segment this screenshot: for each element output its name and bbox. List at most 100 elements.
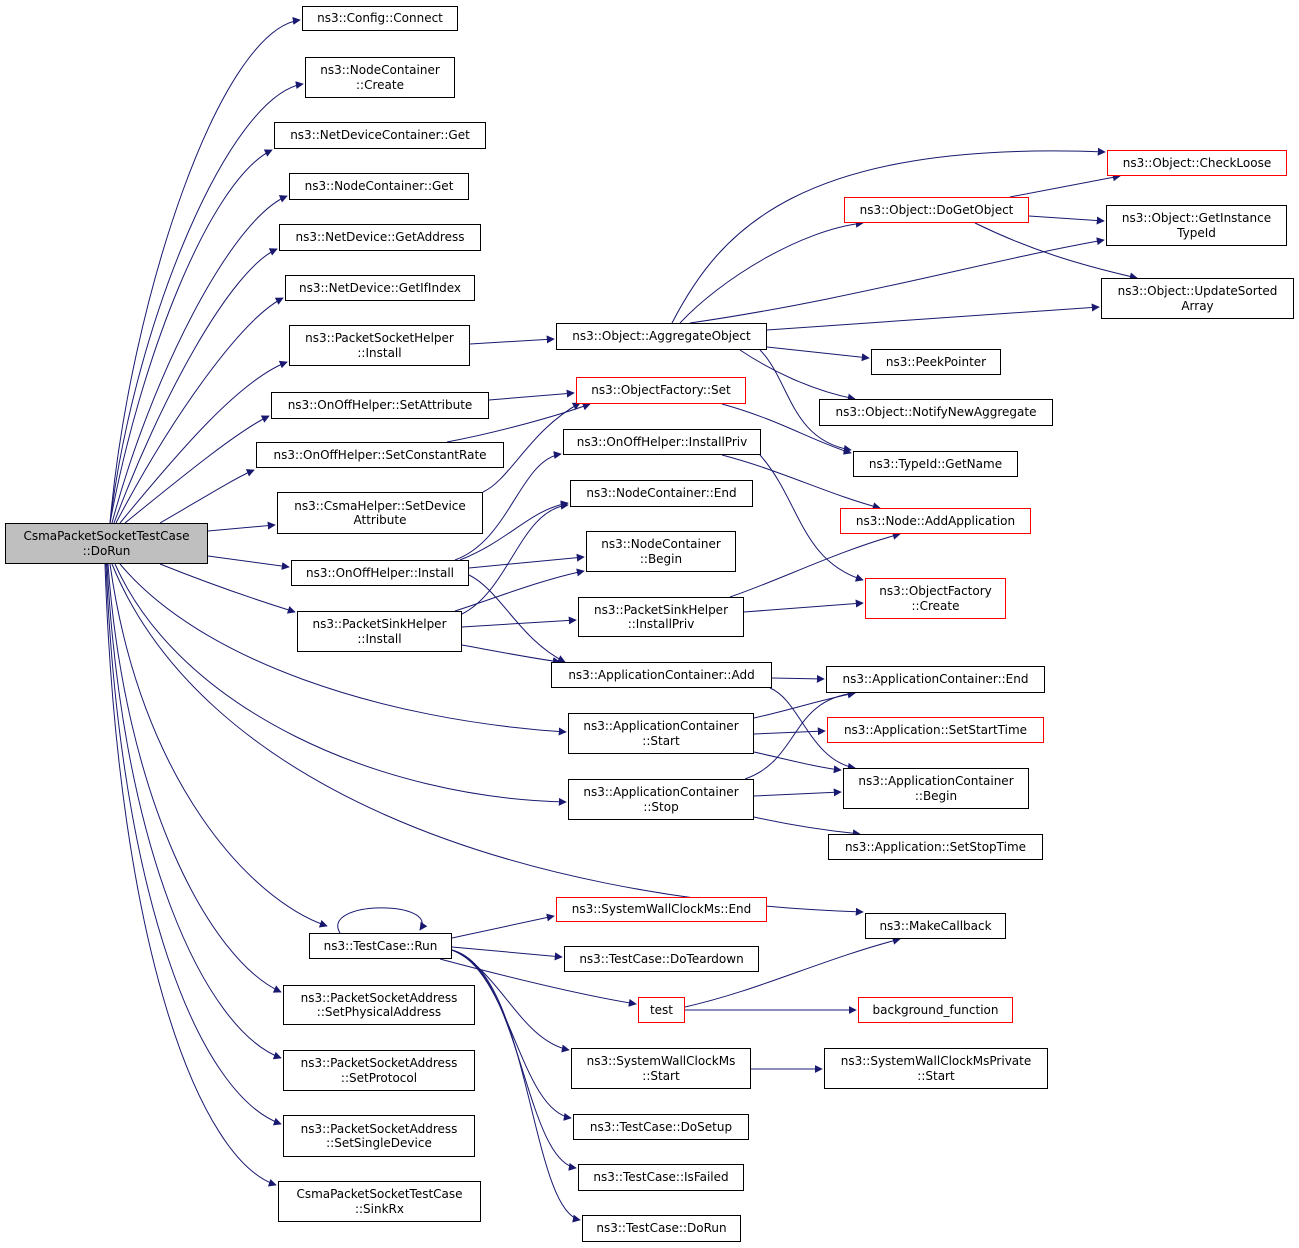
node-testcase-isfailed[interactable]: ns3::TestCase::IsFailed bbox=[578, 1164, 744, 1191]
node-typeid-getname[interactable]: ns3::TypeId::GetName bbox=[853, 451, 1018, 477]
edge-setattribute-objectfactory-set bbox=[488, 389, 575, 401]
node-onoffhelper-install[interactable]: ns3::OnOffHelper::Install bbox=[291, 560, 469, 586]
node-onoffhelper-installpriv[interactable]: ns3::OnOffHelper::InstallPriv bbox=[563, 429, 761, 455]
node-testcase-dosetup[interactable]: ns3::TestCase::DoSetup bbox=[573, 1114, 749, 1140]
edge-root-nodecontainer-get bbox=[111, 195, 288, 524]
edge-appstart-appcontainer-begin bbox=[753, 751, 842, 774]
edge-root-onoffhelper-install bbox=[207, 555, 290, 570]
edge-run-doteardown bbox=[451, 946, 563, 961]
node-onoffhelper-setconstantrate[interactable]: ns3::OnOffHelper::SetConstantRate bbox=[256, 442, 504, 468]
node-netdevice-getaddress[interactable]: ns3::NetDevice::GetAddress bbox=[279, 224, 481, 251]
edge-csmahelper-objectfactory-set bbox=[482, 402, 581, 493]
edge-installpriv-objectfactory-create bbox=[759, 454, 864, 582]
edge-sinkinstallpriv-node-addapplication bbox=[729, 531, 901, 598]
edge-onoff-install-nodecontainer-begin bbox=[468, 553, 585, 569]
edge-appadd-appcontainer-end bbox=[771, 674, 825, 683]
node-testcase-run[interactable]: ns3::TestCase::Run bbox=[309, 933, 452, 959]
node-object-dogetobject[interactable]: ns3::Object::DoGetObject bbox=[844, 197, 1029, 223]
node-object-notifynewaggregate[interactable]: ns3::Object::NotifyNewAggregate bbox=[819, 399, 1053, 426]
node-packetsinkhelper-install[interactable]: ns3::PacketSinkHelper ::Install bbox=[297, 611, 462, 652]
node-node-addapplication[interactable]: ns3::Node::AddApplication bbox=[840, 508, 1031, 534]
node-applicationcontainer-begin[interactable]: ns3::ApplicationContainer ::Begin bbox=[843, 768, 1029, 809]
edge-root-applicationcontainer-start bbox=[119, 563, 567, 736]
edge-aggregate-getinstancetypeid bbox=[689, 237, 1105, 324]
edge-sink-install-nodecontainer-begin bbox=[454, 568, 585, 612]
node-packetsocketaddress-setsingledevice[interactable]: ns3::PacketSocketAddress ::SetSingleDevi… bbox=[283, 1115, 475, 1157]
node-netdevicecontainer-get[interactable]: ns3::NetDeviceContainer::Get bbox=[274, 122, 486, 149]
node-background-function[interactable]: background_function bbox=[858, 997, 1013, 1023]
node-packetsocketaddress-setphysicaladdress[interactable]: ns3::PacketSocketAddress ::SetPhysicalAd… bbox=[283, 985, 475, 1025]
edge-root-packetsockethelper-install bbox=[119, 360, 288, 524]
node-nodecontainer-begin[interactable]: ns3::NodeContainer ::Begin bbox=[586, 531, 736, 572]
node-systemwallclockms-start[interactable]: ns3::SystemWallClockMs ::Start bbox=[571, 1048, 751, 1089]
edge-onoff-install-installpriv bbox=[454, 451, 562, 561]
edge-sink-install-installpriv bbox=[461, 616, 577, 628]
node-applicationcontainer-start[interactable]: ns3::ApplicationContainer ::Start bbox=[568, 713, 754, 754]
node-packetsockethelper-install[interactable]: ns3::PacketSocketHelper ::Install bbox=[289, 325, 470, 366]
node-nodecontainer-create[interactable]: ns3::NodeContainer ::Create bbox=[305, 57, 455, 98]
node-application-setstarttime[interactable]: ns3::Application::SetStartTime bbox=[827, 717, 1044, 743]
node-config-connect[interactable]: ns3::Config::Connect bbox=[302, 6, 458, 31]
edge-root-csmahelper-setdeviceattribute bbox=[207, 521, 276, 532]
node-onoffhelper-setattribute[interactable]: ns3::OnOffHelper::SetAttribute bbox=[271, 392, 489, 419]
edge-root-packetsocketaddress-setsingledevice bbox=[105, 563, 282, 1126]
node-nodecontainer-end[interactable]: ns3::NodeContainer::End bbox=[570, 480, 753, 507]
node-applicationcontainer-add[interactable]: ns3::ApplicationContainer::Add bbox=[551, 662, 772, 688]
edge-root-netdevice-getaddress bbox=[113, 248, 278, 524]
edge-test-makecallback bbox=[684, 936, 901, 1008]
node-object-checkloose[interactable]: ns3::Object::CheckLoose bbox=[1107, 150, 1287, 176]
edge-aggregate-typeid-getname bbox=[759, 349, 852, 453]
node-application-setstoptime[interactable]: ns3::Application::SetStopTime bbox=[828, 834, 1043, 860]
edge-root-nodecontainer-create bbox=[109, 81, 304, 524]
edge-root-config-connect bbox=[109, 16, 301, 524]
node-csmapacketsockettestcase-sinkrx[interactable]: CsmaPacketSocketTestCase ::SinkRx bbox=[278, 1181, 481, 1222]
node-testcase-dorun[interactable]: ns3::TestCase::DoRun bbox=[582, 1215, 741, 1242]
edge-aggregate-checkloose bbox=[671, 147, 1106, 324]
node-applicationcontainer-end[interactable]: ns3::ApplicationContainer::End bbox=[826, 666, 1045, 693]
node-test[interactable]: test bbox=[638, 997, 685, 1023]
edge-appadd-appcontainer-begin bbox=[769, 687, 856, 771]
edge-run-systemwallclockms-end bbox=[451, 913, 555, 939]
edge-aggregate-peekpointer bbox=[766, 346, 870, 362]
edge-appstart-setstarttime bbox=[753, 727, 826, 736]
edge-root-onoffhelper-setattribute bbox=[124, 415, 270, 524]
node-systemwallclockmsprivate-start[interactable]: ns3::SystemWallClockMsPrivate ::Start bbox=[824, 1048, 1048, 1089]
edge-sink-install-applicationcontainer-add bbox=[461, 644, 561, 666]
node-packetsocketaddress-setprotocol[interactable]: ns3::PacketSocketAddress ::SetProtocol bbox=[283, 1050, 475, 1091]
node-objectfactory-create[interactable]: ns3::ObjectFactory ::Create bbox=[865, 578, 1006, 619]
edge-run-test bbox=[439, 958, 637, 1007]
edge-root-packetsinkhelper-install bbox=[159, 563, 296, 614]
node-objectfactory-set[interactable]: ns3::ObjectFactory::Set bbox=[576, 377, 746, 404]
edge-objectfactory-set-typeid-getname bbox=[721, 403, 852, 455]
edge-aggregate-dogetobject bbox=[679, 219, 864, 324]
edge-root-csmapacketsockettestcase-sinkrx bbox=[104, 563, 277, 1187]
node-csmahelper-setdeviceattribute[interactable]: ns3::CsmaHelper::SetDevice Attribute bbox=[277, 492, 483, 534]
node-testcase-doteardown[interactable]: ns3::TestCase::DoTeardown bbox=[564, 946, 759, 972]
edge-run-dosetup bbox=[451, 949, 572, 1121]
edge-dogetobject-updatesortedarray bbox=[974, 222, 1138, 281]
edge-onoff-install-nodecontainer-end bbox=[459, 500, 569, 561]
node-object-getinstancetypeid[interactable]: ns3::Object::GetInstance TypeId bbox=[1106, 205, 1287, 246]
node-packetsinkhelper-installpriv[interactable]: ns3::PacketSinkHelper ::InstallPriv bbox=[578, 597, 744, 637]
edge-run-self bbox=[337, 907, 428, 934]
node-nodecontainer-get[interactable]: ns3::NodeContainer::Get bbox=[289, 173, 469, 200]
edge-appstart-appcontainer-end bbox=[753, 690, 856, 719]
node-netdevice-getifindex[interactable]: ns3::NetDevice::GetIfIndex bbox=[285, 275, 475, 301]
node-object-updatesortedarray[interactable]: ns3::Object::UpdateSorted Array bbox=[1101, 278, 1294, 319]
edge-appstop-appcontainer-end bbox=[744, 689, 856, 780]
node-object-aggregateobject[interactable]: ns3::Object::AggregateObject bbox=[556, 323, 767, 350]
edge-run-dorun bbox=[451, 949, 581, 1223]
edge-root-packetsocketaddress-setprotocol bbox=[106, 563, 282, 1060]
edge-root-applicationcontainer-stop bbox=[114, 563, 567, 806]
node-applicationcontainer-stop[interactable]: ns3::ApplicationContainer ::Stop bbox=[568, 779, 754, 820]
edge-root-onoffhelper-setconstantrate bbox=[159, 469, 255, 524]
root-node-csmapacketsockettestcase-dorun: CsmaPacketSocketTestCase ::DoRun bbox=[5, 523, 208, 564]
edge-root-packetsocketaddress-setphysicaladdress bbox=[107, 563, 282, 993]
edge-dogetobject-checkloose bbox=[1009, 173, 1121, 198]
edge-onoff-install-applicationcontainer-add bbox=[468, 574, 566, 663]
node-systemwallclockms-end[interactable]: ns3::SystemWallClockMs::End bbox=[556, 897, 767, 922]
node-peekpointer[interactable]: ns3::PeekPointer bbox=[871, 349, 1001, 375]
node-makecallback[interactable]: ns3::MakeCallback bbox=[865, 913, 1006, 939]
